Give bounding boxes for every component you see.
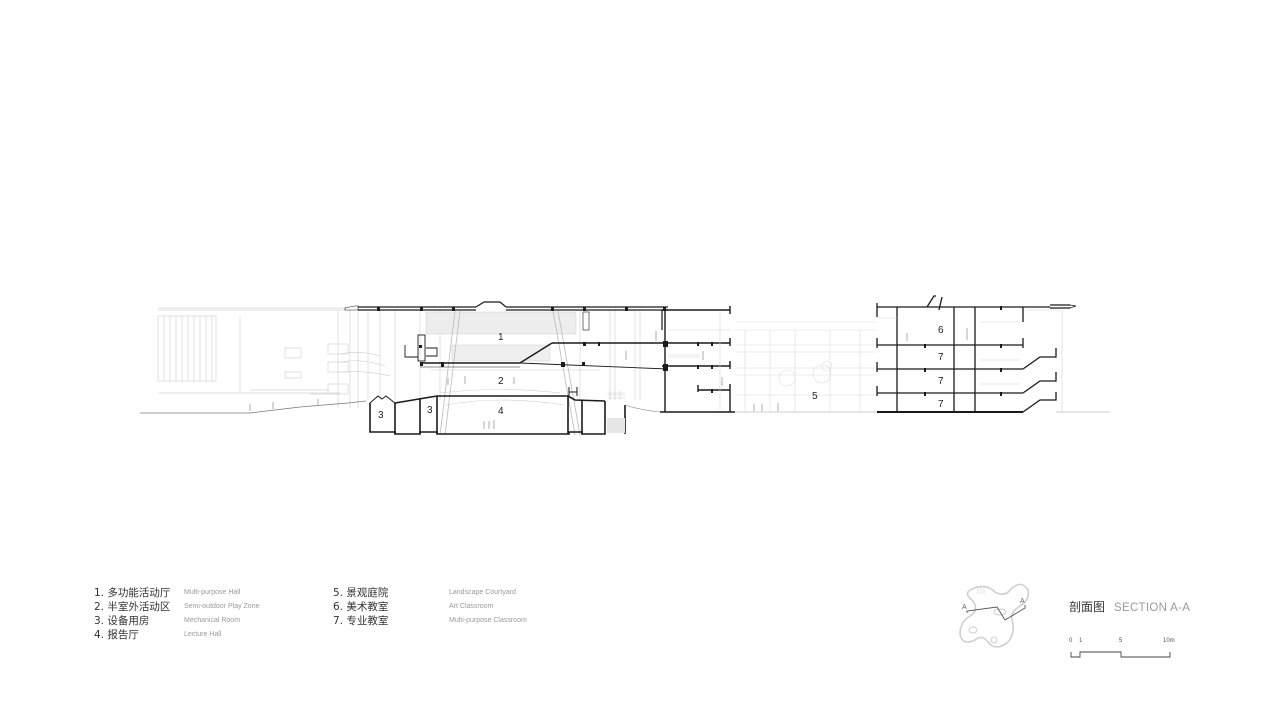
ground-line-left [140,400,367,414]
legend-item-en: Mechanical Room [184,616,241,624]
title-zh: 剖面图 [1069,600,1106,614]
legend-item-zh: 5. 景观庭院 [333,586,389,599]
room-label-4: 4 [498,406,504,417]
legend-item-en: Art Classroom [449,602,494,610]
room-label-7a: 7 [938,352,944,363]
courtyard-background [735,321,877,412]
section-marker-left: A [962,604,967,611]
drawing-title: 剖面图 SECTION A-A [1069,598,1190,615]
legend-item: 1. 多功能活动厅 Multi-purpose Hall [94,585,259,599]
scale-tick-0: 0 [1069,638,1073,644]
main-hall-block [344,301,735,436]
room-label-2: 2 [498,376,504,387]
scale-bar [1070,651,1171,658]
room-label-3a: 3 [378,410,384,421]
key-plan [959,583,1030,648]
room-label-7c: 7 [938,399,944,410]
room-label-5: 5 [812,391,818,402]
room-label-1: 1 [498,332,504,343]
room-label-3b: 3 [427,405,433,416]
legend-item-en: Lecture Hall [184,630,222,638]
legend-item-zh: 2. 半室外活动区 [94,600,171,613]
middle-wing [662,306,731,412]
scale-tick-10m: 10m [1163,638,1175,644]
legend-item-en: Semi-outdoor Play Zone [184,602,260,610]
legend-item-en: Multi-purpose Hall [184,588,241,596]
legend-item: 4. 报告厅 Lecture Hall [94,627,259,641]
scale-tick-1: 1 [1079,638,1083,644]
legend-item-zh: 3. 设备用房 [94,614,150,627]
legend-item: 2. 半室外活动区 Semi-outdoor Play Zone [94,599,259,613]
room-labels: 1 2 3 3 4 5 6 7 7 7 [378,325,944,421]
classroom-wing [876,295,1077,413]
legend-right: 5. 景观庭院 Landscape Courtyard 6. 美术教室 Art … [333,585,527,627]
human-figures [249,328,968,429]
background-elevation-left [157,307,396,408]
legend-item: 7. 专业教室 Multi-purpose Classroom [333,613,527,627]
legend-item-en: Multi-purpose Classroom [449,616,527,624]
legend-left: 1. 多功能活动厅 Multi-purpose Hall 2. 半室外活动区 S… [94,585,259,641]
legend-item: 5. 景观庭院 Landscape Courtyard [333,585,527,599]
title-en: SECTION A-A [1114,602,1191,614]
legend-item-zh: 4. 报告厅 [94,628,139,641]
section-marker-right: A [1020,598,1025,605]
legend-item-zh: 7. 专业教室 [333,614,389,627]
legend-item: 6. 美术教室 Art Classroom [333,599,527,613]
seating-hatch [425,311,577,362]
legend-item: 3. 设备用房 Mechanical Room [94,613,259,627]
legend-item-zh: 1. 多功能活动厅 [94,586,171,599]
legend-item-zh: 6. 美术教室 [333,600,389,613]
legend-item-en: Landscape Courtyard [449,588,516,596]
section-cut-line [966,605,1026,621]
room-label-7b: 7 [938,376,944,387]
scale-tick-5: 5 [1119,638,1123,644]
room-label-6: 6 [938,325,944,336]
